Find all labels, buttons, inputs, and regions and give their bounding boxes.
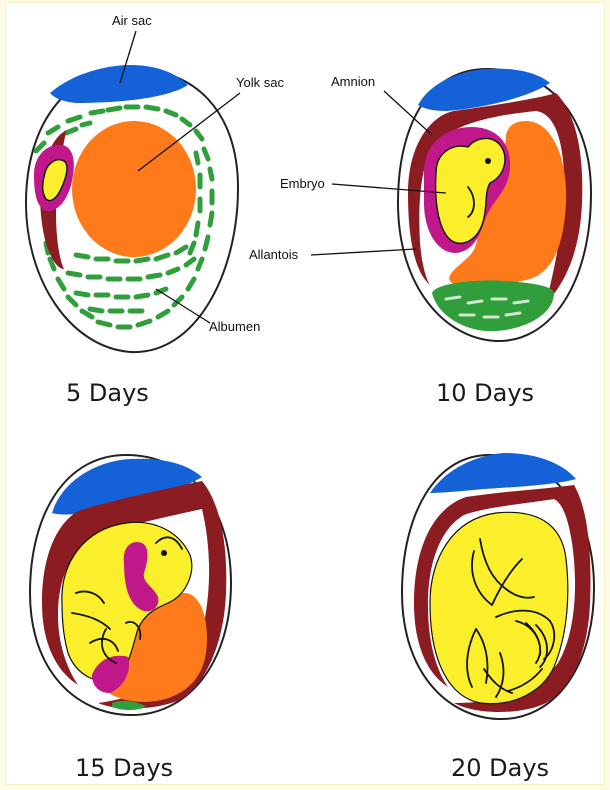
diagram-canvas: Air sac Yolk sac Amnion Embryo Allantois…: [6, 3, 604, 784]
label-embryo: Embryo: [280, 176, 325, 191]
label-amnion: Amnion: [331, 74, 375, 89]
label-allantois: Allantois: [249, 247, 299, 262]
label-albumen: Albumen: [209, 319, 260, 334]
caption-day-10: 10 Days: [436, 379, 534, 407]
egg-day-5: [26, 65, 238, 352]
leader-allantois: [311, 249, 416, 255]
embryo: [430, 512, 568, 703]
egg-development-diagram: Air sac Yolk sac Amnion Embryo Allantois…: [6, 3, 604, 784]
egg-day-10: [398, 69, 591, 341]
caption-day-5: 5 Days: [66, 379, 149, 407]
caption-day-15: 15 Days: [75, 754, 173, 782]
egg-day-15: [30, 455, 231, 715]
label-air-sac: Air sac: [112, 13, 152, 28]
label-yolk-sac: Yolk sac: [236, 75, 284, 90]
caption-day-20: 20 Days: [451, 754, 549, 782]
egg-day-20: [402, 453, 594, 719]
